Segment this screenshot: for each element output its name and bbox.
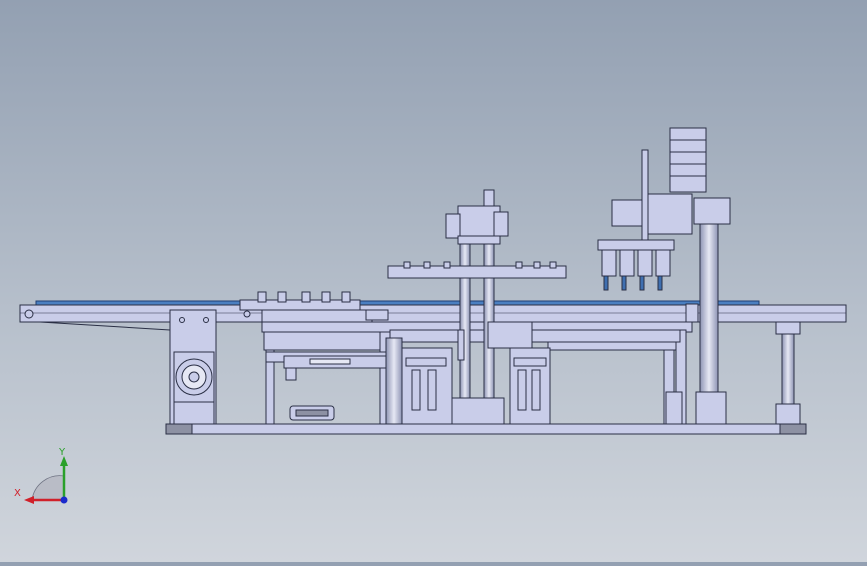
center-lift-module [445,189,533,425]
base-plate [165,423,807,435]
vertical-column [685,223,727,425]
axis-triad: Y X [14,447,68,504]
nozzle-manifold-left [239,291,389,323]
cylinder-block-left [385,337,453,425]
drive-motor-block [169,309,217,425]
parts-tray [289,405,335,421]
x-axis-label: X [14,488,21,499]
cylinder-block-right [509,347,551,425]
nozzle-manifold-center [387,261,567,279]
support-leg-middle [665,391,683,425]
support-leg-right [775,321,801,425]
pick-and-place-head [597,127,731,291]
y-axis-label: Y [58,447,66,458]
